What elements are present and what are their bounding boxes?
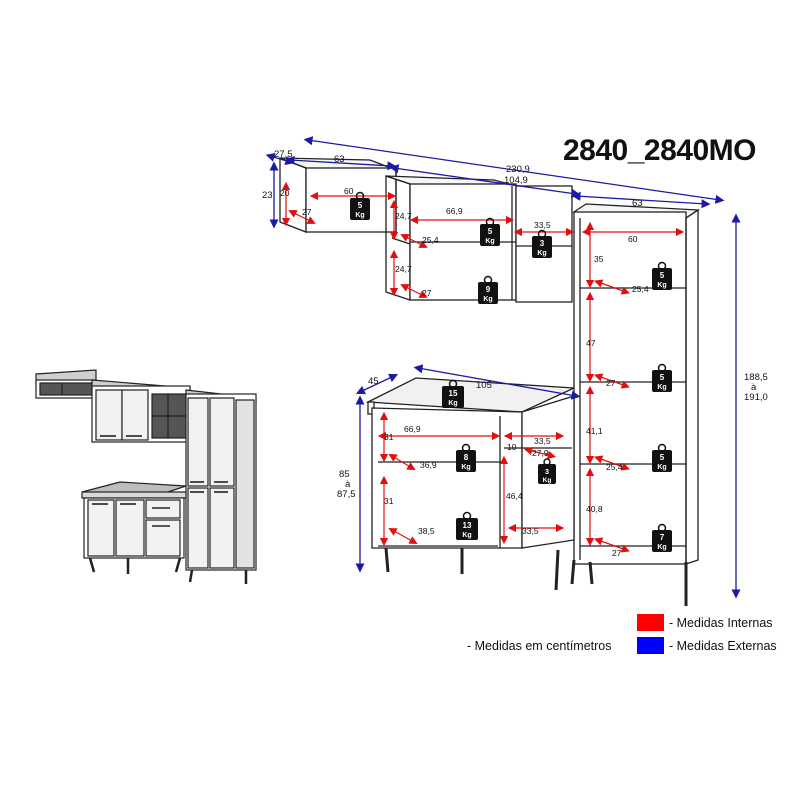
internal-dimension-labels: 60 20 27 66,9 24,7 25,4 24,7 27 33,5 60 … xyxy=(280,186,649,558)
svg-text:3: 3 xyxy=(545,467,549,476)
svg-text:9: 9 xyxy=(486,285,491,294)
load-badge-3: 3Kg xyxy=(532,229,552,258)
dim-top-left-width: 63 xyxy=(334,154,345,165)
svg-text:13: 13 xyxy=(463,521,472,530)
legend-external-label: - Medidas Externas xyxy=(669,638,777,653)
dim-tall-h2: 41,1 xyxy=(586,426,603,436)
svg-text:7: 7 xyxy=(660,533,665,542)
dim-top-left-height: 23 xyxy=(262,190,273,201)
dim-left-niche-height: 20 xyxy=(280,188,290,198)
svg-text:15: 15 xyxy=(449,389,458,398)
dim-drawer-depth: 27,9 xyxy=(532,448,549,458)
svg-text:Kg: Kg xyxy=(657,464,666,471)
svg-text:3: 3 xyxy=(540,239,545,248)
load-badge-12: 3Kg xyxy=(538,458,556,484)
svg-text:5: 5 xyxy=(660,271,665,280)
load-badge-8: 7Kg xyxy=(652,523,672,552)
dim-base-upper-height: 31 xyxy=(384,432,394,442)
svg-text:5: 5 xyxy=(488,227,493,236)
internal-dimension-lines xyxy=(281,181,685,553)
dim-tall-d3: 27 xyxy=(612,548,622,558)
load-badge-1: 5Kg xyxy=(350,191,370,220)
dim-left-niche-depth: 27 xyxy=(302,207,312,217)
svg-text:Kg: Kg xyxy=(537,250,546,257)
dim-tall-height-b: 191,0 xyxy=(744,392,768,403)
kitchen-thumbnail xyxy=(35,369,257,571)
load-badge-5: 5Kg xyxy=(652,261,672,290)
dim-center-lower-depth: 27 xyxy=(422,288,432,298)
dim-left-niche-width: 60 xyxy=(344,186,354,196)
external-dimension-labels: 230,9 104,9 63 63 27,5 23 188,5 à 191,0 … xyxy=(262,149,768,500)
dim-center-upper-height: 24,7 xyxy=(395,211,412,221)
dim-drawer-width: 33,5 xyxy=(534,436,551,446)
svg-text:5: 5 xyxy=(358,201,363,210)
dim-center-niche-width: 33,5 xyxy=(534,220,551,230)
svg-text:Kg: Kg xyxy=(462,532,471,539)
dim-tall-top-depth: 25,4 xyxy=(632,284,649,294)
svg-text:Kg: Kg xyxy=(657,384,666,391)
load-badge-6: 5Kg xyxy=(652,363,672,392)
load-badge-7: 5Kg xyxy=(652,443,672,472)
external-dimension-lines xyxy=(265,136,741,599)
legend-internal-swatch xyxy=(637,614,664,631)
legend-internal-label: - Medidas Internas xyxy=(669,615,773,630)
dim-base-height-sep: à xyxy=(345,479,351,490)
legend-external-swatch xyxy=(637,637,664,654)
dim-base-width: 66,9 xyxy=(404,424,421,434)
dim-center-upper-width: 66,9 xyxy=(446,206,463,216)
thumbnail-legs xyxy=(88,557,248,584)
legend-internal: - Medidas Internas xyxy=(637,614,773,631)
dim-drawer-small: 10 xyxy=(507,442,517,452)
svg-text:Kg: Kg xyxy=(657,282,666,289)
svg-text:Kg: Kg xyxy=(485,238,494,245)
svg-text:Kg: Kg xyxy=(448,400,457,407)
dim-top-total-width: 230,9 xyxy=(506,164,530,175)
product-code: 2840_2840MO xyxy=(563,134,757,167)
dim-base-depth: 45 xyxy=(368,376,379,387)
svg-text:Kg: Kg xyxy=(657,544,666,551)
dim-drawer-height: 46,4 xyxy=(506,491,523,501)
dim-base-width: 105 xyxy=(476,380,492,391)
dim-drawer-bottom-width: 33,5 xyxy=(522,526,539,536)
svg-text:Kg: Kg xyxy=(543,477,552,484)
load-badge-4: 9Kg xyxy=(478,275,498,304)
dim-tall-width: 60 xyxy=(628,234,638,244)
dim-center-upper-depth: 25,4 xyxy=(422,235,439,245)
dim-tall-h1: 47 xyxy=(586,338,596,348)
dim-top-center-width: 104,9 xyxy=(504,175,528,186)
dim-base-lower-height: 31 xyxy=(384,496,394,506)
dim-base-height-b: 87,5 xyxy=(337,489,356,500)
dim-tall-height-sep: à xyxy=(751,382,757,393)
dim-base-upper-depth: 36,9 xyxy=(420,460,437,470)
dim-base-height-a: 85 xyxy=(339,469,350,480)
svg-text:Kg: Kg xyxy=(355,212,364,219)
dim-top-left-depth: 27,5 xyxy=(274,149,293,160)
svg-text:Kg: Kg xyxy=(461,464,470,471)
svg-text:8: 8 xyxy=(464,453,469,462)
thumbnail-handles xyxy=(92,435,228,527)
dim-tall-d1: 27 xyxy=(606,378,616,388)
dim-tall-top-height: 35 xyxy=(594,254,604,264)
load-badge-10: 8Kg xyxy=(456,443,476,472)
svg-text:5: 5 xyxy=(660,453,665,462)
dim-tall-d2: 25,4 xyxy=(606,462,623,472)
dim-tall-h3: 40,8 xyxy=(586,504,603,514)
dim-base-lower-depth: 38,5 xyxy=(418,526,435,536)
load-badge-2: 5Kg xyxy=(480,217,500,246)
dim-center-lower-height: 24,7 xyxy=(395,264,412,274)
svg-text:Kg: Kg xyxy=(483,296,492,303)
units-note: - Medidas em centímetros xyxy=(467,639,612,653)
dim-tall-width: 63 xyxy=(632,198,643,209)
legend-external: - Medidas Externas xyxy=(637,637,777,654)
dim-tall-height-a: 188,5 xyxy=(744,372,768,383)
cabinet-legs xyxy=(384,547,688,606)
svg-text:5: 5 xyxy=(660,373,665,382)
